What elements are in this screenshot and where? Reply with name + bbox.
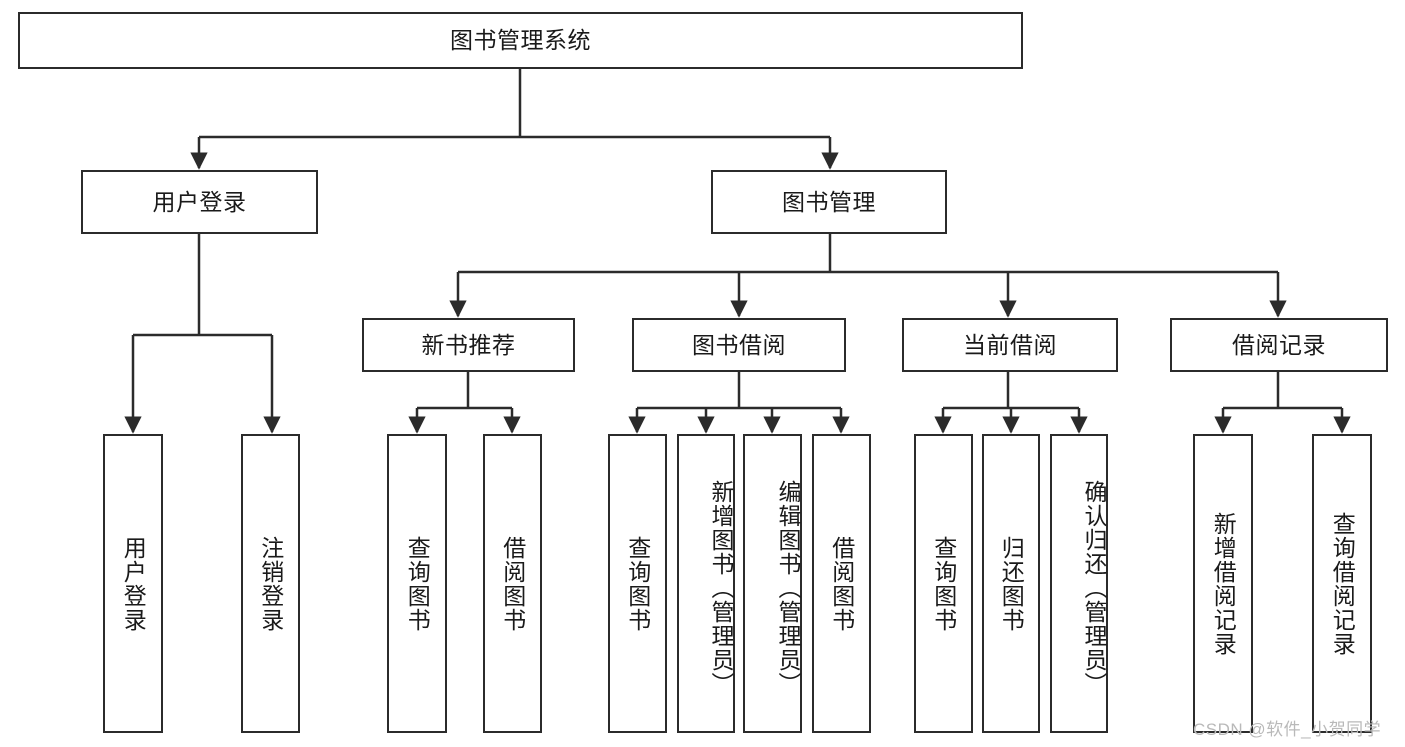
- leaf-query-borrow-record-label: 查询借阅记录: [1329, 511, 1356, 656]
- leaf-user-login-label: 用户登录: [120, 535, 147, 632]
- leaf-borrow-books-new[interactable]: 借阅图书: [483, 434, 542, 733]
- leaf-logout-label: 注销登录: [257, 535, 284, 632]
- leaf-edit-book-admin[interactable]: 编辑图书（管理员）: [743, 434, 802, 733]
- leaf-borrow-books-borrow[interactable]: 借阅图书: [812, 434, 871, 733]
- leaf-edit-book-admin-label: 编辑图书（管理员）: [775, 479, 801, 696]
- leaf-borrow-books-new-label: 借阅图书: [499, 535, 526, 632]
- node-root-label: 图书管理系统: [450, 27, 591, 54]
- leaf-query-books-new[interactable]: 查询图书: [387, 434, 447, 733]
- leaf-query-books-current-label: 查询图书: [930, 535, 957, 632]
- node-book-borrow-label: 图书借阅: [692, 331, 786, 358]
- node-new-book-recommend[interactable]: 新书推荐: [362, 318, 575, 372]
- leaf-user-login[interactable]: 用户登录: [103, 434, 163, 733]
- leaf-confirm-return-admin-label: 确认归还（管理员）: [1081, 479, 1107, 696]
- leaf-query-books-borrow[interactable]: 查询图书: [608, 434, 667, 733]
- node-book-borrow[interactable]: 图书借阅: [632, 318, 846, 372]
- node-borrow-records[interactable]: 借阅记录: [1170, 318, 1388, 372]
- leaf-query-books-current[interactable]: 查询图书: [914, 434, 973, 733]
- leaf-query-books-new-label: 查询图书: [404, 535, 431, 632]
- leaf-return-books-label: 归还图书: [998, 535, 1025, 632]
- watermark: CSDN @软件_小贺同学: [1193, 720, 1382, 739]
- leaf-return-books[interactable]: 归还图书: [982, 434, 1040, 733]
- node-book-management[interactable]: 图书管理: [711, 170, 947, 234]
- node-user-login[interactable]: 用户登录: [81, 170, 318, 234]
- leaf-query-books-borrow-label: 查询图书: [624, 535, 651, 632]
- node-new-book-recommend-label: 新书推荐: [421, 331, 516, 358]
- node-user-login-label: 用户登录: [152, 188, 247, 215]
- leaf-borrow-books-borrow-label: 借阅图书: [828, 535, 855, 632]
- leaf-logout[interactable]: 注销登录: [241, 434, 300, 733]
- node-book-management-label: 图书管理: [782, 188, 876, 215]
- leaf-add-borrow-record-label: 新增借阅记录: [1210, 511, 1237, 656]
- leaf-add-borrow-record[interactable]: 新增借阅记录: [1193, 434, 1253, 733]
- node-root[interactable]: 图书管理系统: [18, 12, 1023, 69]
- node-current-borrow-label: 当前借阅: [963, 331, 1057, 358]
- leaf-confirm-return-admin[interactable]: 确认归还（管理员）: [1050, 434, 1108, 733]
- node-current-borrow[interactable]: 当前借阅: [902, 318, 1118, 372]
- leaf-add-book-admin-label: 新增图书（管理员）: [708, 479, 734, 696]
- node-borrow-records-label: 借阅记录: [1232, 331, 1326, 358]
- leaf-query-borrow-record[interactable]: 查询借阅记录: [1312, 434, 1372, 733]
- leaf-add-book-admin[interactable]: 新增图书（管理员）: [677, 434, 735, 733]
